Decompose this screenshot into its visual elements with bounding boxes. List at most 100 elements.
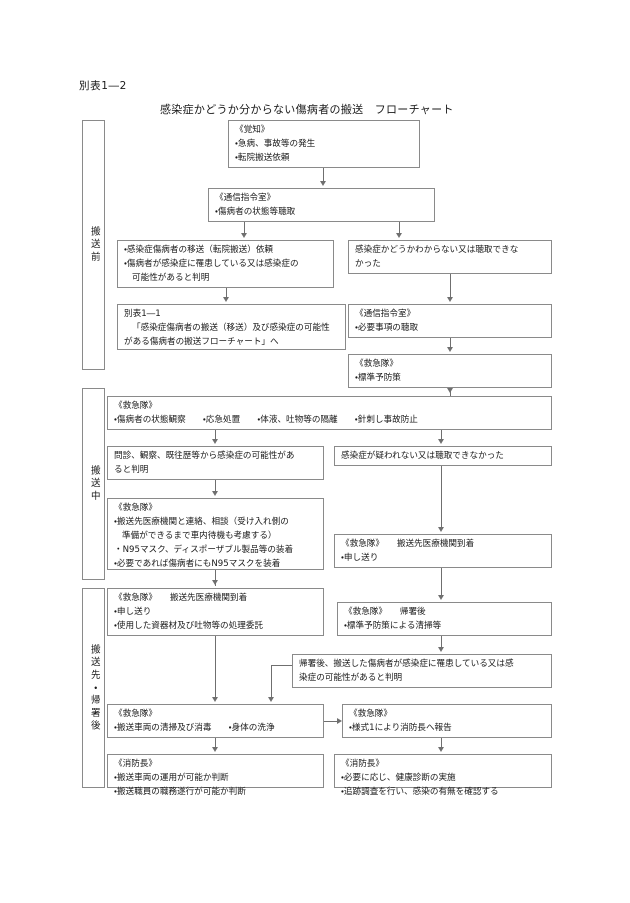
node-suspect-no: 感染症が疑われない又は聴取できなかった — [334, 446, 552, 466]
node-dispatch-room2-line-1: ・必要事項の聴取 — [355, 322, 419, 333]
connector-found-elbow-v — [271, 665, 272, 698]
node-arrive-right-header: 《救急隊》 搬送先医療機関到着 — [341, 539, 475, 549]
connector-observe-suspect-yes — [215, 430, 216, 440]
node-branch-unknown-line-1: 感染症かどうかわからない又は聴取できな — [355, 245, 519, 255]
node-team-contact-line-3: ・N95マスク、ディスポーザブル製品等の装着 — [114, 544, 294, 555]
node-suspect-no-line-1: 感染症が疑われない又は聴取できなかった — [341, 451, 504, 461]
node-team-standard-header: 《救急隊》 — [355, 359, 398, 369]
node-awareness-header: 《覚知》 — [235, 125, 270, 135]
node-awareness-line-2: ・転院搬送依頼 — [235, 152, 290, 163]
node-team-contact-line-2: 準備ができるまで車内待機も考慮する） — [122, 530, 277, 541]
node-team-observe-line-1: ・傷病者の状態観察 ・応急処置 ・体液、吐物等の隔離 ・針刺し事故防止 — [114, 414, 418, 425]
connector-arrive-right-return — [441, 568, 442, 596]
phase-label-after-text: 搬送先・帰署後 — [88, 643, 100, 733]
node-arrive-left-line-2: ・使用した資器材及び吐物等の処理委託 — [114, 620, 264, 631]
node-team-clean-line-1: ・搬送車両の清掃及び消毒 ・身体の洗浄 — [114, 722, 275, 733]
arrowhead-clean-chief — [212, 747, 218, 752]
node-arrive-right-line-1: ・申し送り — [341, 552, 379, 563]
connector-dispatch2-standard — [450, 338, 451, 348]
phase-label-during-text: 搬送中 — [88, 464, 100, 504]
node-branch-unknown-line-2: かった — [355, 258, 381, 269]
node-team-clean-header: 《救急隊》 — [114, 709, 157, 719]
connector-unknown-dispatch2 — [450, 274, 451, 298]
connector-return-found — [441, 636, 442, 648]
connector-dispatch-left — [244, 222, 245, 234]
arrowhead-standard-observe — [447, 388, 453, 393]
node-awareness: 《覚知》 ・急病、事故等の発生 ・転院搬送依頼 — [228, 120, 420, 168]
node-branch-known-line-2: ・傷病者が感染症に罹患している又は感染症の — [124, 258, 299, 269]
node-branch-unknown: 感染症かどうかわからない又は聴取できな かった — [348, 240, 552, 274]
node-team-report-header: 《救急隊》 — [349, 709, 392, 719]
connector-observe-suspect-no — [441, 430, 442, 440]
arrowhead-observe-suspect-yes — [212, 439, 218, 444]
node-dispatch-room-header: 《通信指令室》 — [215, 193, 276, 203]
node-dispatch-room-line-1: ・傷病者の状態等聴取 — [215, 206, 296, 217]
arrowhead-known-table11 — [223, 297, 229, 302]
node-found-after-line-1: 帰署後、搬送した傷病者が感染症に罹患している又は感 — [299, 659, 514, 669]
node-arrive-right: 《救急隊》 搬送先医療機関到着 ・申し送り — [334, 534, 552, 568]
node-arrive-left-line-1: ・申し送り — [114, 606, 152, 617]
phase-label-after: 搬送先・帰署後 — [82, 588, 105, 788]
node-found-after-line-2: 染症の可能性があると判明 — [299, 672, 403, 683]
arrowhead-observe-suspect-no — [438, 439, 444, 444]
node-branch-known-line-3: 可能性があると判明 — [132, 272, 210, 283]
connector-clean-chief — [215, 738, 216, 748]
node-team-contact-line-4: ・必要であれば傷病者にもN95マスクを装着 — [114, 558, 281, 569]
connector-awareness-dispatch — [323, 168, 324, 182]
node-arrive-left: 《救急隊》 搬送先医療機関到着 ・申し送り ・使用した資器材及び吐物等の処理委託 — [107, 588, 324, 636]
node-chief-health: 《消防長》 ・必要に応じ、健康診断の実施 ・追跡調査を行い、感染の有無を確認する — [334, 754, 552, 797]
arrowhead-suspect-yes-contact — [212, 491, 218, 496]
node-goto-table11-line-2: 「感染症傷病者の搬送（移送）及び感染症の可能性 — [132, 322, 330, 333]
connector-arrive-left-clean — [215, 636, 216, 698]
arrowhead-return-found — [438, 647, 444, 652]
node-chief-vehicle-header: 《消防長》 — [114, 759, 157, 769]
connector-dispatch-right — [399, 222, 400, 234]
phase-label-during: 搬送中 — [82, 388, 105, 580]
node-team-contact-line-1: ・搬送先医療機関と連絡、相談（受け入れ側の — [114, 516, 289, 527]
arrowhead-report-chief-health — [438, 747, 444, 752]
node-goto-table11-line-1: 別表1―1 — [124, 309, 161, 319]
connector-known-table11 — [226, 288, 227, 298]
arrowhead-unknown-dispatch2 — [447, 297, 453, 302]
node-chief-health-header: 《消防長》 — [341, 759, 384, 769]
connector-found-elbow-h — [271, 665, 292, 666]
arrowhead-suspect-no-arrive — [438, 527, 444, 532]
node-dispatch-room2-header: 《通信指令室》 — [355, 309, 416, 319]
connector-report-chief-health — [441, 738, 442, 748]
arrowhead-found-clean — [268, 697, 274, 702]
node-arrive-left-header: 《救急隊》 搬送先医療機関到着 — [114, 593, 248, 603]
arrowhead-dispatch-right — [396, 233, 402, 238]
arrowhead-arrive-left-clean — [212, 697, 218, 702]
node-after-return-line-1: ・標準予防策による清掃等 — [344, 620, 442, 631]
node-chief-vehicle-line-2: ・搬送職員の職務遂行が可能か判断 — [114, 786, 246, 797]
node-chief-vehicle: 《消防長》 ・搬送車両の運用が可能か判断 ・搬送職員の職務遂行が可能か判断 — [107, 754, 324, 797]
node-team-report-line-1: ・様式1により消防長へ報告 — [349, 722, 452, 733]
node-team-contact: 《救急隊》 ・搬送先医療機関と連絡、相談（受け入れ側の 準備ができるまで車内待機… — [107, 498, 324, 570]
node-suspect-yes: 問診、観察、既往歴等から感染症の可能性があ ると判明 — [107, 446, 324, 480]
node-team-clean: 《救急隊》 ・搬送車両の清掃及び消毒 ・身体の洗浄 — [107, 704, 324, 738]
node-after-return-header: 《救急隊》 帰署後 — [344, 607, 426, 617]
node-dispatch-room2: 《通信指令室》 ・必要事項の聴取 — [348, 304, 552, 338]
connector-clean-report — [324, 721, 338, 722]
arrowhead-awareness-dispatch — [320, 181, 326, 186]
node-awareness-line-1: ・急病、事故等の発生 — [235, 138, 316, 149]
page-title: 感染症かどうか分からない傷病者の搬送 フローチャート — [160, 103, 454, 116]
node-team-report: 《救急隊》 ・様式1により消防長へ報告 — [342, 704, 552, 738]
connector-suspect-no-arrive — [441, 466, 442, 528]
node-chief-health-line-2: ・追跡調査を行い、感染の有無を確認する — [341, 786, 499, 797]
node-chief-vehicle-line-1: ・搬送車両の運用が可能か判断 — [114, 772, 229, 783]
phase-label-before: 搬送前 — [82, 120, 105, 370]
node-team-observe-header: 《救急隊》 — [114, 401, 157, 411]
node-branch-known-line-1: ・感染症傷病者の移送（転院搬送）依頼 — [124, 245, 274, 255]
node-suspect-yes-line-2: ると判明 — [114, 464, 149, 475]
arrowhead-contact-arrive-left — [212, 580, 218, 585]
node-team-standard: 《救急隊》 ・標準予防策 — [348, 354, 552, 388]
node-dispatch-room: 《通信指令室》 ・傷病者の状態等聴取 — [208, 188, 435, 222]
node-branch-known: ・感染症傷病者の移送（転院搬送）依頼 ・傷病者が感染症に罹患している又は感染症の… — [117, 240, 334, 288]
phase-label-before-text: 搬送前 — [88, 225, 100, 265]
arrowhead-dispatch-left — [241, 233, 247, 238]
connector-suspect-yes-contact — [215, 480, 216, 492]
arrowhead-dispatch2-standard — [447, 347, 453, 352]
node-suspect-yes-line-1: 問診、観察、既往歴等から感染症の可能性があ — [114, 451, 295, 461]
